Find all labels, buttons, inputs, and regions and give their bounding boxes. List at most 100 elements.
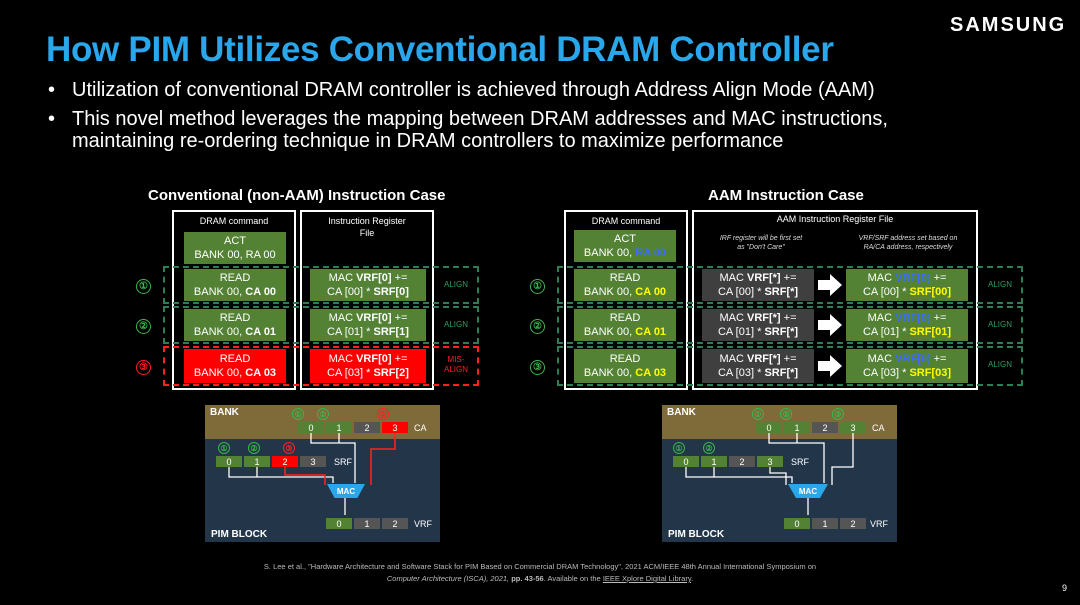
left-row3-status: MIS-ALIGN (443, 355, 468, 374)
bullet-2-text-cont: maintaining re-ordering technique in DRA… (72, 130, 784, 152)
right-row2-number: ② (530, 319, 545, 334)
right-srf-mark-1: ① (673, 442, 685, 454)
right-row3-dontcare: MAC VRF[*] +=CA [03] * SRF[*] (702, 349, 814, 383)
left-row3-instr: MAC VRF[0] +=CA [03] * SRF[2] (310, 349, 426, 383)
right-vrf-label: VRF (870, 519, 888, 529)
right-wires (685, 433, 854, 515)
left-row1-instr: MAC VRF[0] +=CA [00] * SRF[0] (310, 269, 426, 301)
right-row3-dash (557, 346, 1023, 386)
right-srf-label: SRF (791, 457, 809, 467)
slide-title: How PIM Utilizes Conventional DRAM Contr… (46, 30, 834, 69)
right-srf-seg-1: 1 (701, 456, 727, 467)
right-row3-aligned: MAC VRF[0] +=CA [03] * SRF[03] (846, 349, 968, 383)
page-number: 9 (1062, 583, 1068, 593)
left-row3-number: ③ (136, 360, 151, 375)
left-srf-seg-1: 1 (244, 456, 270, 467)
right-bank-label: BANK (667, 407, 696, 418)
left-row2-status: ALIGN (443, 320, 468, 329)
right-arrow-icon (818, 355, 842, 377)
right-row3-number: ③ (530, 360, 545, 375)
right-ca-seg-2: 2 (812, 422, 838, 433)
right-srf-mark-2: ② (703, 442, 715, 454)
left-srf-label: SRF (334, 457, 352, 467)
right-ca-label: CA (872, 423, 885, 433)
right-row2-dontcare: MAC VRF[*] +=CA [01] * SRF[*] (702, 309, 814, 341)
bullet-2-cont: maintaining re-ordering technique in DRA… (48, 130, 783, 152)
right-arrow-icon (818, 274, 842, 296)
left-irf-column (300, 210, 434, 390)
right-row2-dash (557, 306, 1023, 344)
right-ca-seg-3: 3 (840, 422, 866, 433)
left-ca-label: CA (414, 423, 427, 433)
right-srf-seg-3: 3 (757, 456, 783, 467)
right-panel-title: AAM Instruction Case (708, 187, 864, 204)
left-vrf-seg-0: 0 (326, 518, 352, 529)
right-irf-column (692, 210, 978, 390)
right-vrf-seg-1: 1 (812, 518, 838, 529)
left-mac-unit: MAC (327, 484, 365, 498)
left-srf-seg-3: 3 (300, 456, 326, 467)
left-vrf-seg-1: 1 (354, 518, 380, 529)
bullet-2: •This novel method leverages the mapping… (48, 108, 888, 130)
right-vrf-seg-0: 0 (784, 518, 810, 529)
bullet-1-text: Utilization of conventional DRAM control… (72, 79, 875, 101)
left-wires (228, 433, 396, 515)
left-ca-seg-2: 2 (354, 422, 380, 433)
right-row2-aligned: MAC VRF[0] +=CA [01] * SRF[01] (846, 309, 968, 341)
citation-line-2: Computer Architecture (ISCA), 2021, pp. … (386, 574, 694, 583)
right-dram-header: DRAM command (591, 216, 661, 226)
right-row1-dash (557, 266, 1023, 304)
arrow-icons (818, 274, 842, 377)
left-row2-instr: MAC VRF[0] +=CA [01] * SRF[1] (310, 309, 426, 341)
right-ca-seg-1: 1 (784, 422, 810, 433)
left-ca-seg-3: 3 (382, 422, 408, 433)
right-mac-unit: MAC (788, 484, 828, 498)
left-row1-number: ① (136, 279, 151, 294)
right-bank-mark-3: ③ (832, 408, 844, 420)
right-dram-column (564, 210, 688, 390)
left-bank-mark-3: ③ (377, 408, 389, 420)
left-ca-seg-1: 1 (326, 422, 352, 433)
right-row1-number: ① (530, 279, 545, 294)
left-srf-mark-1: ① (218, 442, 230, 454)
right-row1-aligned: MAC VRF[0] +=CA [00] * SRF[00] (846, 269, 968, 301)
right-srf-seg-2: 2 (729, 456, 755, 467)
left-pim-label: PIM BLOCK (211, 529, 268, 540)
right-ca-seg-0: 0 (756, 422, 782, 433)
left-row1-dash (163, 266, 479, 304)
left-srf-mark-2: ② (248, 442, 260, 454)
left-row1-status: ALIGN (443, 280, 468, 289)
right-row3-status: ALIGN (987, 360, 1012, 369)
right-bank-mark-1: ① (752, 408, 764, 420)
left-bank-mark-2: ② (317, 408, 329, 420)
left-vrf-seg-2: 2 (382, 518, 408, 529)
citation-line-1: S. Lee et al., "Hardware Architecture an… (263, 562, 817, 571)
right-srf-seg-0: 0 (673, 456, 699, 467)
right-irf-header: AAM Instruction Register File (776, 214, 894, 224)
left-row2-number: ② (136, 319, 151, 334)
right-vrf-seg-2: 2 (840, 518, 866, 529)
left-bank-mark-1: ① (292, 408, 304, 420)
left-dram-column (172, 210, 296, 390)
left-dram-header: DRAM command (199, 216, 269, 226)
left-vrf-label: VRF (414, 519, 432, 529)
left-srf-seg-2: 2 (272, 456, 298, 467)
right-pim-label: PIM BLOCK (668, 529, 725, 540)
left-ca-seg-0: 0 (298, 422, 324, 433)
right-bank-mark-2: ② (780, 408, 792, 420)
ieee-xplore-link[interactable]: IEEE Xplore Digital Library (602, 574, 692, 583)
right-row1-dontcare: MAC VRF[*] +=CA [00] * SRF[*] (702, 269, 814, 301)
left-srf-mark-3: ③ (283, 442, 295, 454)
left-panel-title: Conventional (non-AAM) Instruction Case (148, 187, 446, 204)
samsung-logo: SAMSUNG (950, 14, 1067, 36)
right-arrow-icon (818, 314, 842, 336)
